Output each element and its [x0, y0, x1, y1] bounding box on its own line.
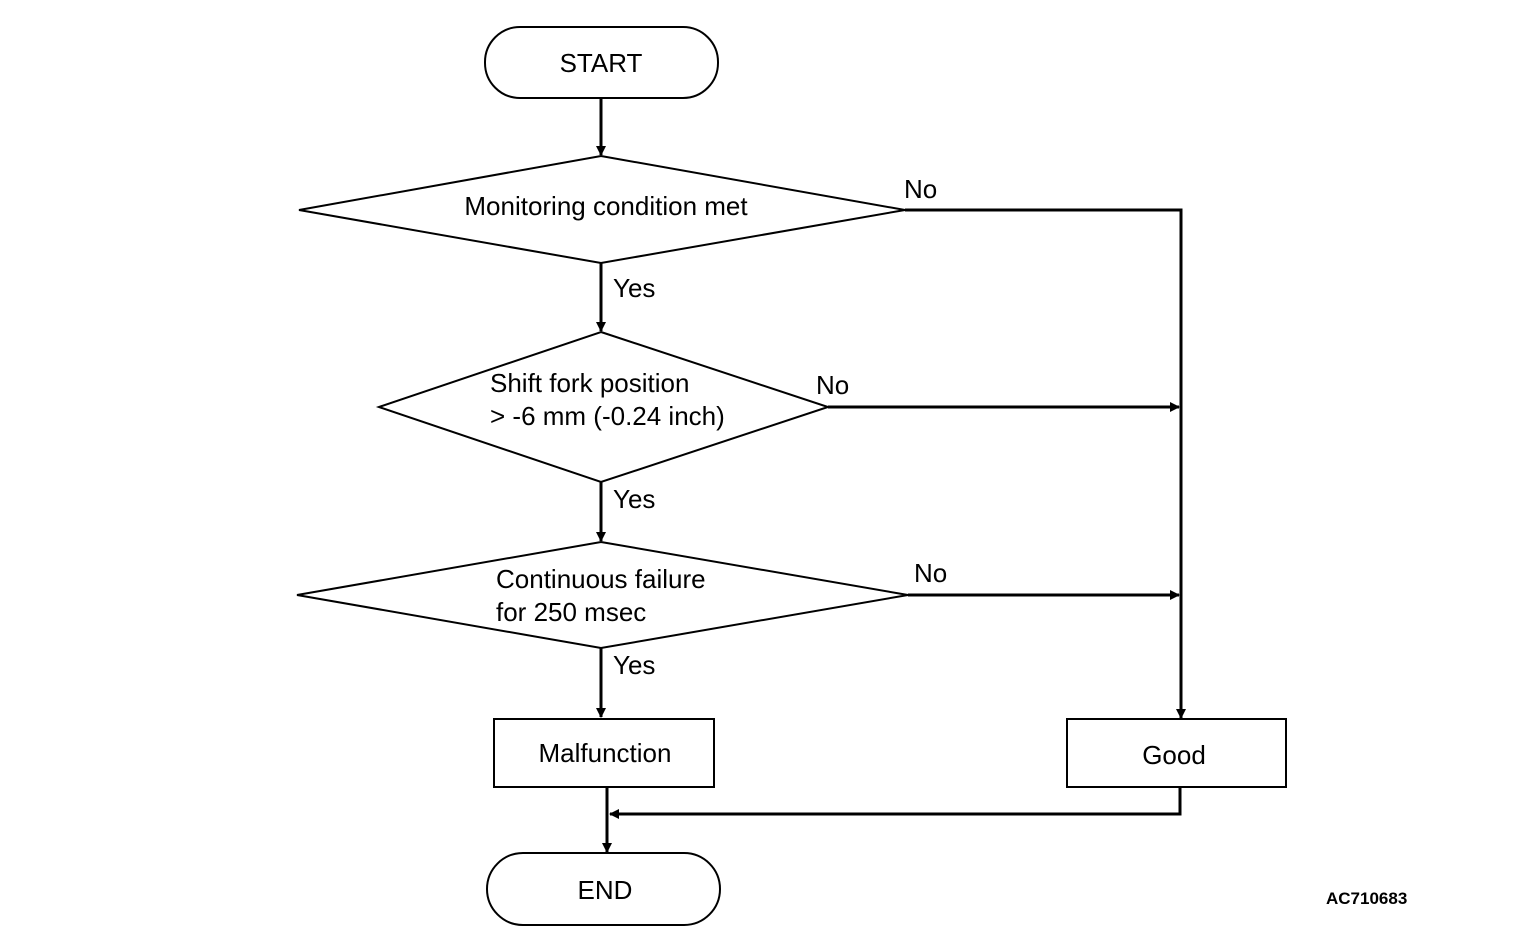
decision-1-text: Monitoring condition met [464, 191, 748, 221]
connector-decision-1-no [905, 208, 1186, 719]
good-box [1066, 718, 1287, 788]
malfunction-box [493, 718, 715, 788]
decision-2-text-line-1: Shift fork position [490, 368, 689, 398]
decision-3-yes-label: Yes [613, 650, 655, 680]
decision-1-yes-label: Yes [613, 273, 655, 303]
decision-2-yes-label: Yes [613, 484, 655, 514]
figure-code: AC710683 [1326, 889, 1407, 908]
malfunction-label: Malfunction [539, 738, 672, 768]
decision-2-no-label: No [816, 370, 849, 400]
start-label: START [560, 48, 643, 78]
decision-2-text-line-2: > -6 mm (-0.24 inch) [490, 401, 725, 431]
decision-continuous-failure [296, 540, 909, 650]
decision-3-text-line-2: for 250 msec [496, 597, 646, 627]
end-label: END [578, 875, 633, 905]
decision-1-no-label: No [904, 174, 937, 204]
decision-3-text-line-1: Continuous failure [496, 564, 706, 594]
decision-3-no-label: No [914, 558, 947, 588]
connector-good-to-end [609, 787, 1182, 819]
good-label: Good [1142, 740, 1206, 770]
end-terminal [486, 852, 721, 926]
